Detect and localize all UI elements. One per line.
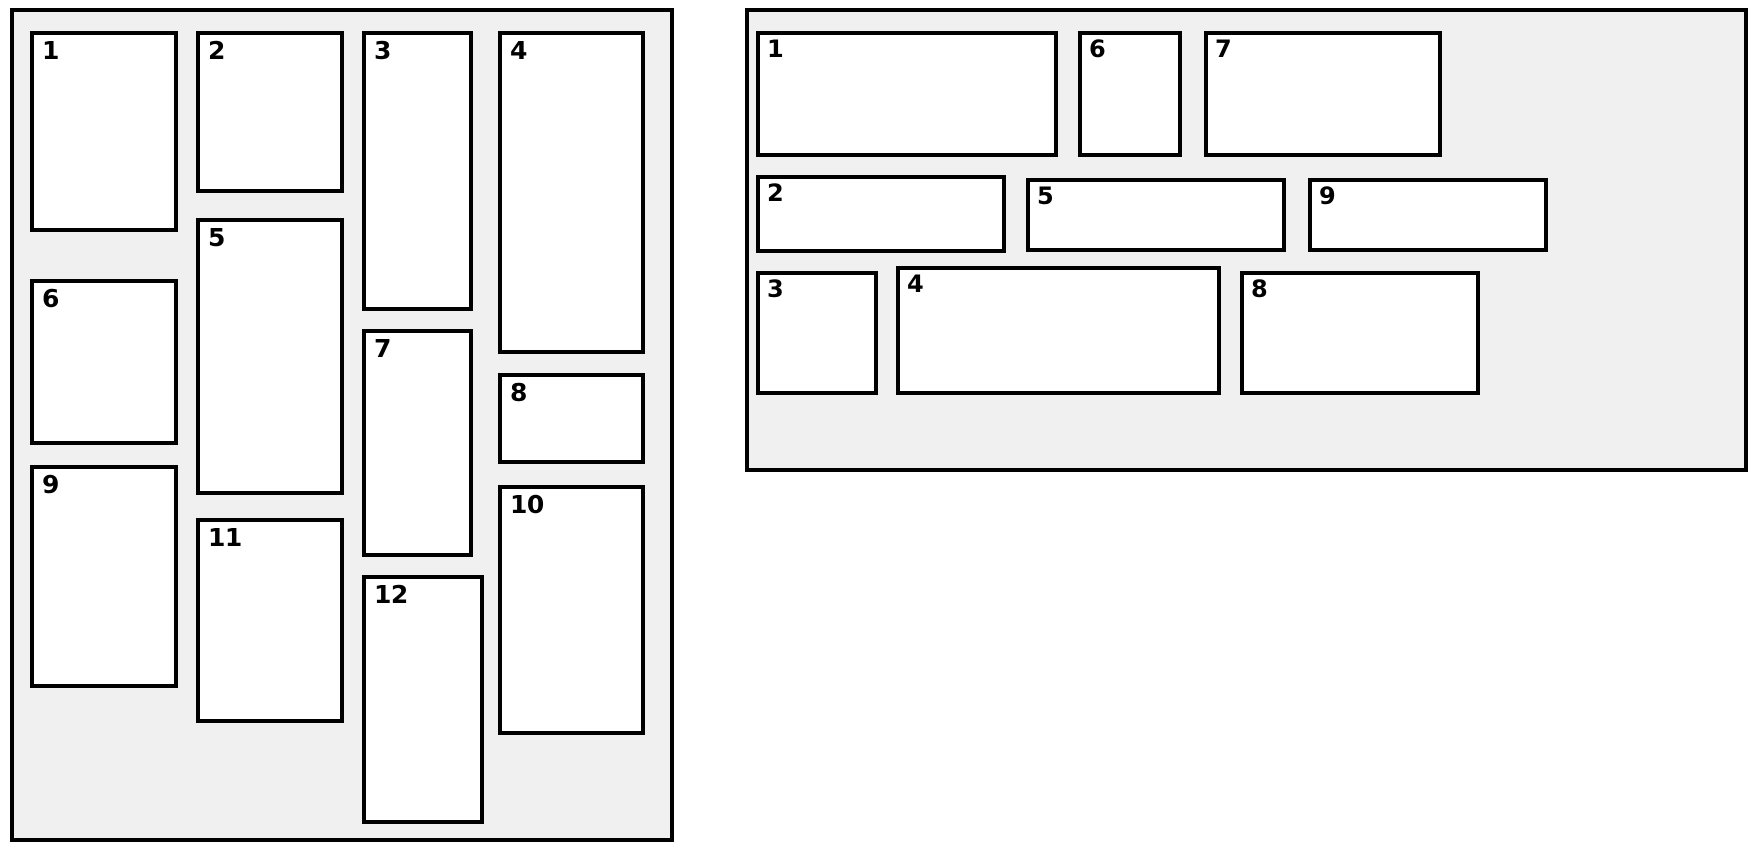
region-order-number: 7 xyxy=(374,334,391,363)
region-order-number: 3 xyxy=(767,275,784,303)
region-order-number: 1 xyxy=(767,35,784,63)
region-order-number: 12 xyxy=(374,580,408,609)
layout-region[interactable]: 6 xyxy=(30,279,178,445)
layout-region[interactable]: 2 xyxy=(756,175,1006,253)
layout-region[interactable]: 2 xyxy=(196,31,344,193)
region-order-number: 9 xyxy=(42,470,59,499)
layout-region[interactable]: 3 xyxy=(362,31,473,311)
region-order-number: 2 xyxy=(767,179,784,207)
region-order-number: 7 xyxy=(1215,35,1232,63)
layout-region[interactable]: 10 xyxy=(498,485,645,735)
layout-region[interactable]: 7 xyxy=(1204,31,1442,157)
region-order-number: 1 xyxy=(42,36,59,65)
layout-region[interactable]: 11 xyxy=(196,518,344,723)
layout-region[interactable]: 8 xyxy=(1240,271,1480,395)
region-order-number: 3 xyxy=(374,36,391,65)
region-order-number: 8 xyxy=(1251,275,1268,303)
region-order-number: 8 xyxy=(510,378,527,407)
layout-region[interactable]: 3 xyxy=(756,271,878,395)
layout-region[interactable]: 4 xyxy=(896,266,1221,395)
region-order-number: 4 xyxy=(907,270,924,298)
region-order-number: 9 xyxy=(1319,182,1336,210)
region-order-number: 4 xyxy=(510,36,527,65)
layout-region[interactable]: 7 xyxy=(362,329,473,557)
layout-region[interactable]: 5 xyxy=(196,218,344,495)
layout-region[interactable]: 4 xyxy=(498,31,645,354)
layout-region[interactable]: 9 xyxy=(30,465,178,688)
region-order-number: 2 xyxy=(208,36,225,65)
region-order-number: 5 xyxy=(1037,182,1054,210)
region-order-number: 11 xyxy=(208,523,242,552)
right-layout-panel: 1 6 7 2 5 9 3 4 8 xyxy=(745,8,1748,472)
region-order-number: 5 xyxy=(208,223,225,252)
layout-region[interactable]: 8 xyxy=(498,373,645,464)
region-order-number: 6 xyxy=(42,284,59,313)
layout-region[interactable]: 5 xyxy=(1026,178,1286,252)
layout-region[interactable]: 9 xyxy=(1308,178,1548,252)
region-order-number: 10 xyxy=(510,490,544,519)
region-order-number: 6 xyxy=(1089,35,1106,63)
layout-region[interactable]: 1 xyxy=(756,31,1058,157)
layout-region[interactable]: 6 xyxy=(1078,31,1182,157)
layout-region[interactable]: 12 xyxy=(362,575,484,824)
layout-region[interactable]: 1 xyxy=(30,31,178,232)
